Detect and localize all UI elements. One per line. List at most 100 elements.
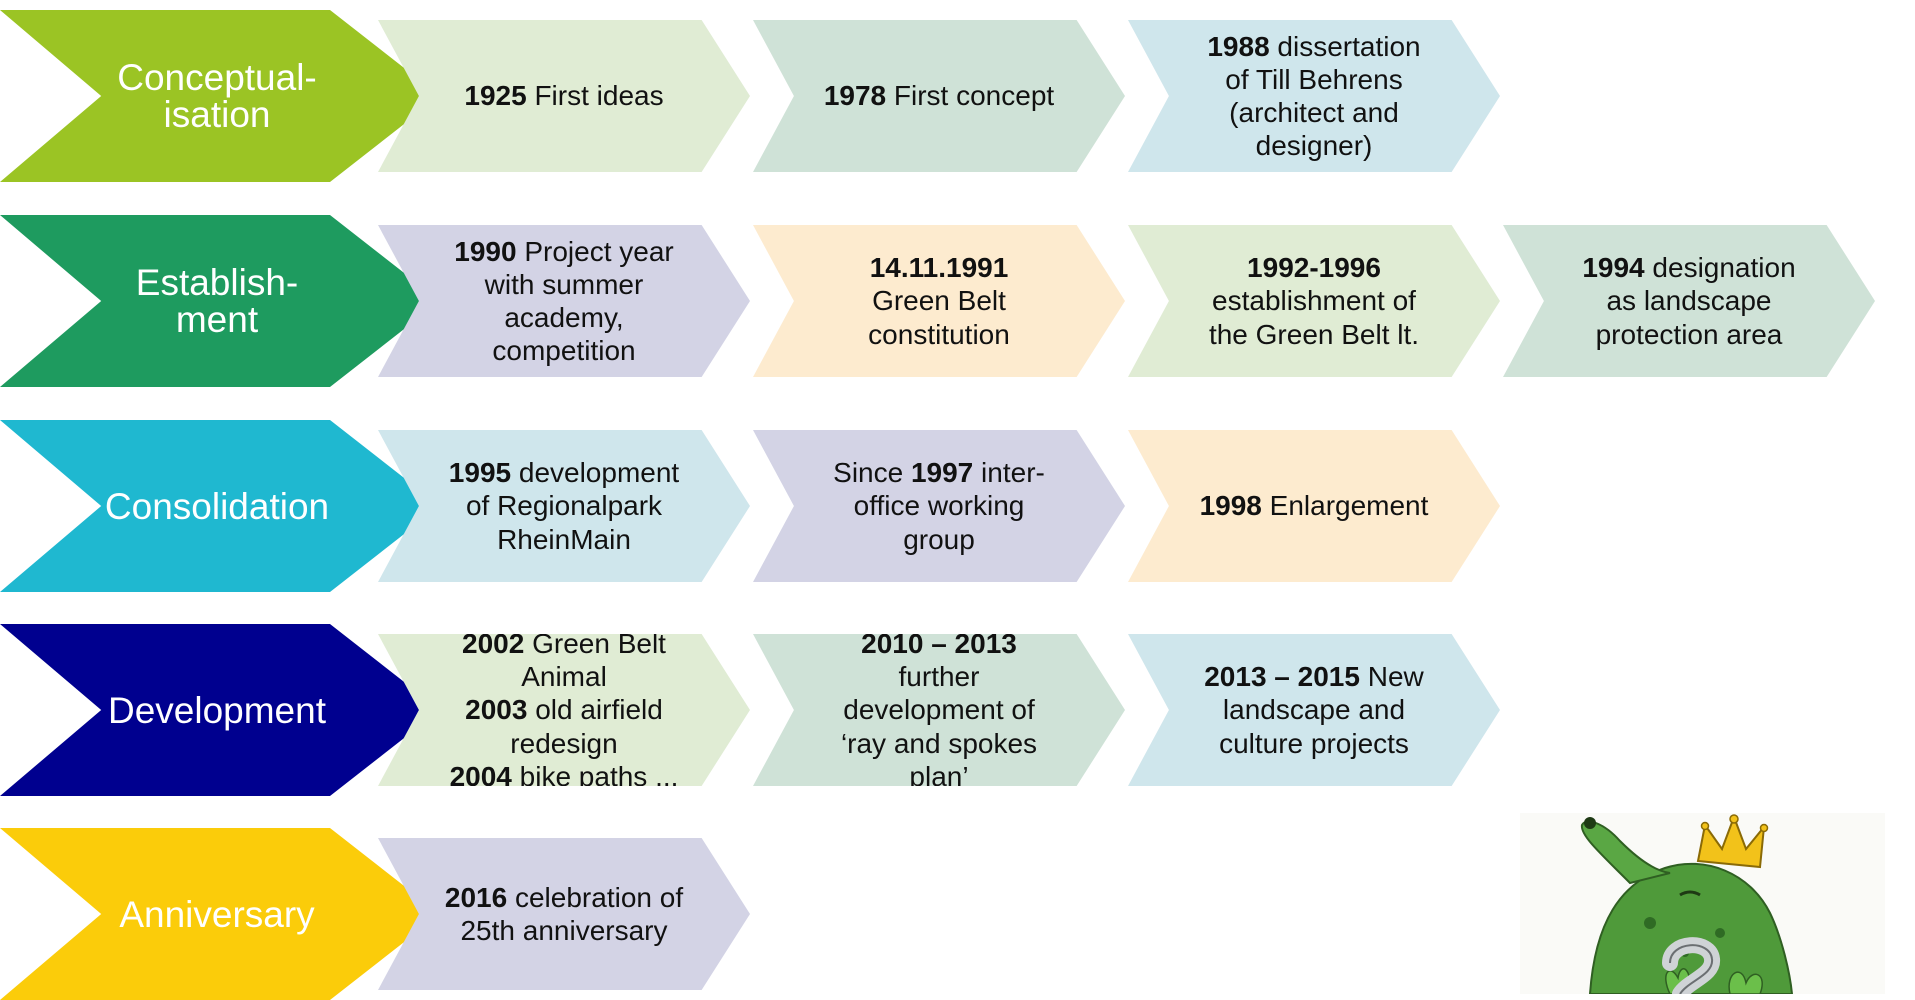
step-description: Green Belt [872,285,1006,317]
step-description: establishment of [1212,285,1416,317]
step-description: development of [843,694,1035,726]
step-year: 2010 – 2013 [861,628,1017,660]
step-description: dissertation [1269,30,1421,62]
step-text-line: 1995 development [430,456,698,489]
step-year: 2013 – 2015 [1204,661,1360,693]
step-text-line: redesign [430,727,698,760]
step-chevron-0-0: 1925 First ideas [378,20,750,172]
step-year: 1978 [823,80,887,112]
step-text-line: 2002 Green Belt [430,628,698,660]
step-year: 1998 [1199,490,1262,522]
step-description: of Regionalpark [465,490,663,522]
step-year: 2004 [449,760,512,792]
step-description: designer) [1255,130,1373,162]
step-text-line: 2003 old airfield [430,693,698,726]
step-description: culture projects [1219,727,1409,759]
step-year: 2002 [462,628,525,660]
step-text-line: of Regionalpark [430,489,698,522]
step-description: as landscape [1606,285,1772,317]
step-description: Green Belt [524,628,666,660]
step-text-line: of Till Behrens [1180,63,1448,96]
step-text-line: 2010 – 2013 [805,628,1073,660]
step-text-line: academy, [430,301,698,334]
step-year: 1995 [448,457,512,489]
step-text-line: 2004 bike paths ... [430,760,698,792]
step-description: further [898,661,980,693]
step-text-line: Green Belt [805,284,1073,317]
step-description: constitution [868,318,1010,350]
step-description: redesign [510,727,618,759]
step-text-line: 1992-1996 [1180,251,1448,284]
step-text-line: group [805,523,1073,556]
phase-chevron-3: Development [0,624,440,796]
step-description: Enlargement [1261,490,1429,522]
phase-label: Development [107,689,326,731]
step-description: designation [1644,252,1796,284]
step-year: 14.11.1991 [869,252,1009,284]
step-text-line: 2013 – 2015 New [1180,660,1448,693]
step-description: (architect and [1229,97,1399,128]
step-year: 1992-1996 [1247,252,1381,284]
step-text-line: the Green Belt lt. [1180,318,1448,351]
phase-label: Establish- ment [135,262,299,340]
step-description: Project year [516,235,674,267]
step-year: 1994 [1582,252,1645,284]
phase-chevron-2: Consolidation [0,420,440,592]
step-description: of Till Behrens [1225,63,1403,95]
step-year: 1925 [464,80,527,112]
step-text-line: as landscape [1555,284,1823,317]
step-description: inter- [973,457,1045,489]
step-text-line: Animal [430,660,698,693]
step-text-line: 1978 First concept [805,79,1073,112]
step-text-line: establishment of [1180,284,1448,317]
step-text-line: designer) [1180,129,1448,162]
step-chevron-0-1: 1978 First concept [753,20,1125,172]
step-text-line: RheinMain [430,523,698,556]
step-text: 1978 First concept [753,79,1125,112]
step-description: landscape and [1222,694,1406,726]
step-text-line: ‘ray and spokes [805,727,1073,760]
step-description: the Green Belt lt. [1208,318,1420,350]
phase-chevron-1: Establish- ment [0,215,440,387]
step-text-line: 14.11.1991 [805,251,1073,284]
step-description: protection area [1595,318,1783,350]
phase-label: Anniversary [119,893,315,935]
step-description: First ideas [526,80,664,112]
step-year: 1997 [910,457,974,489]
phase-label: Consolidation [104,485,330,527]
phase-chevron-4: Anniversary [0,828,440,1000]
step-text-line: office working [805,489,1073,522]
step-description: Animal [521,661,607,693]
step-chevron-2-2: 1998 Enlargement [1128,430,1500,582]
step-description: academy, [504,302,624,333]
step-text-line: 1990 Project year [430,235,698,268]
step-text-line: Since 1997 inter- [805,456,1073,489]
step-text: 1998 Enlargement [1128,489,1500,522]
step-text-line: (architect and [1180,96,1448,129]
step-description: group [903,523,975,555]
step-text-line: further [805,660,1073,693]
step-text-line: with summer [430,268,698,301]
step-text-line: 1994 designation [1555,251,1823,284]
step-year: 1990 [454,235,517,267]
